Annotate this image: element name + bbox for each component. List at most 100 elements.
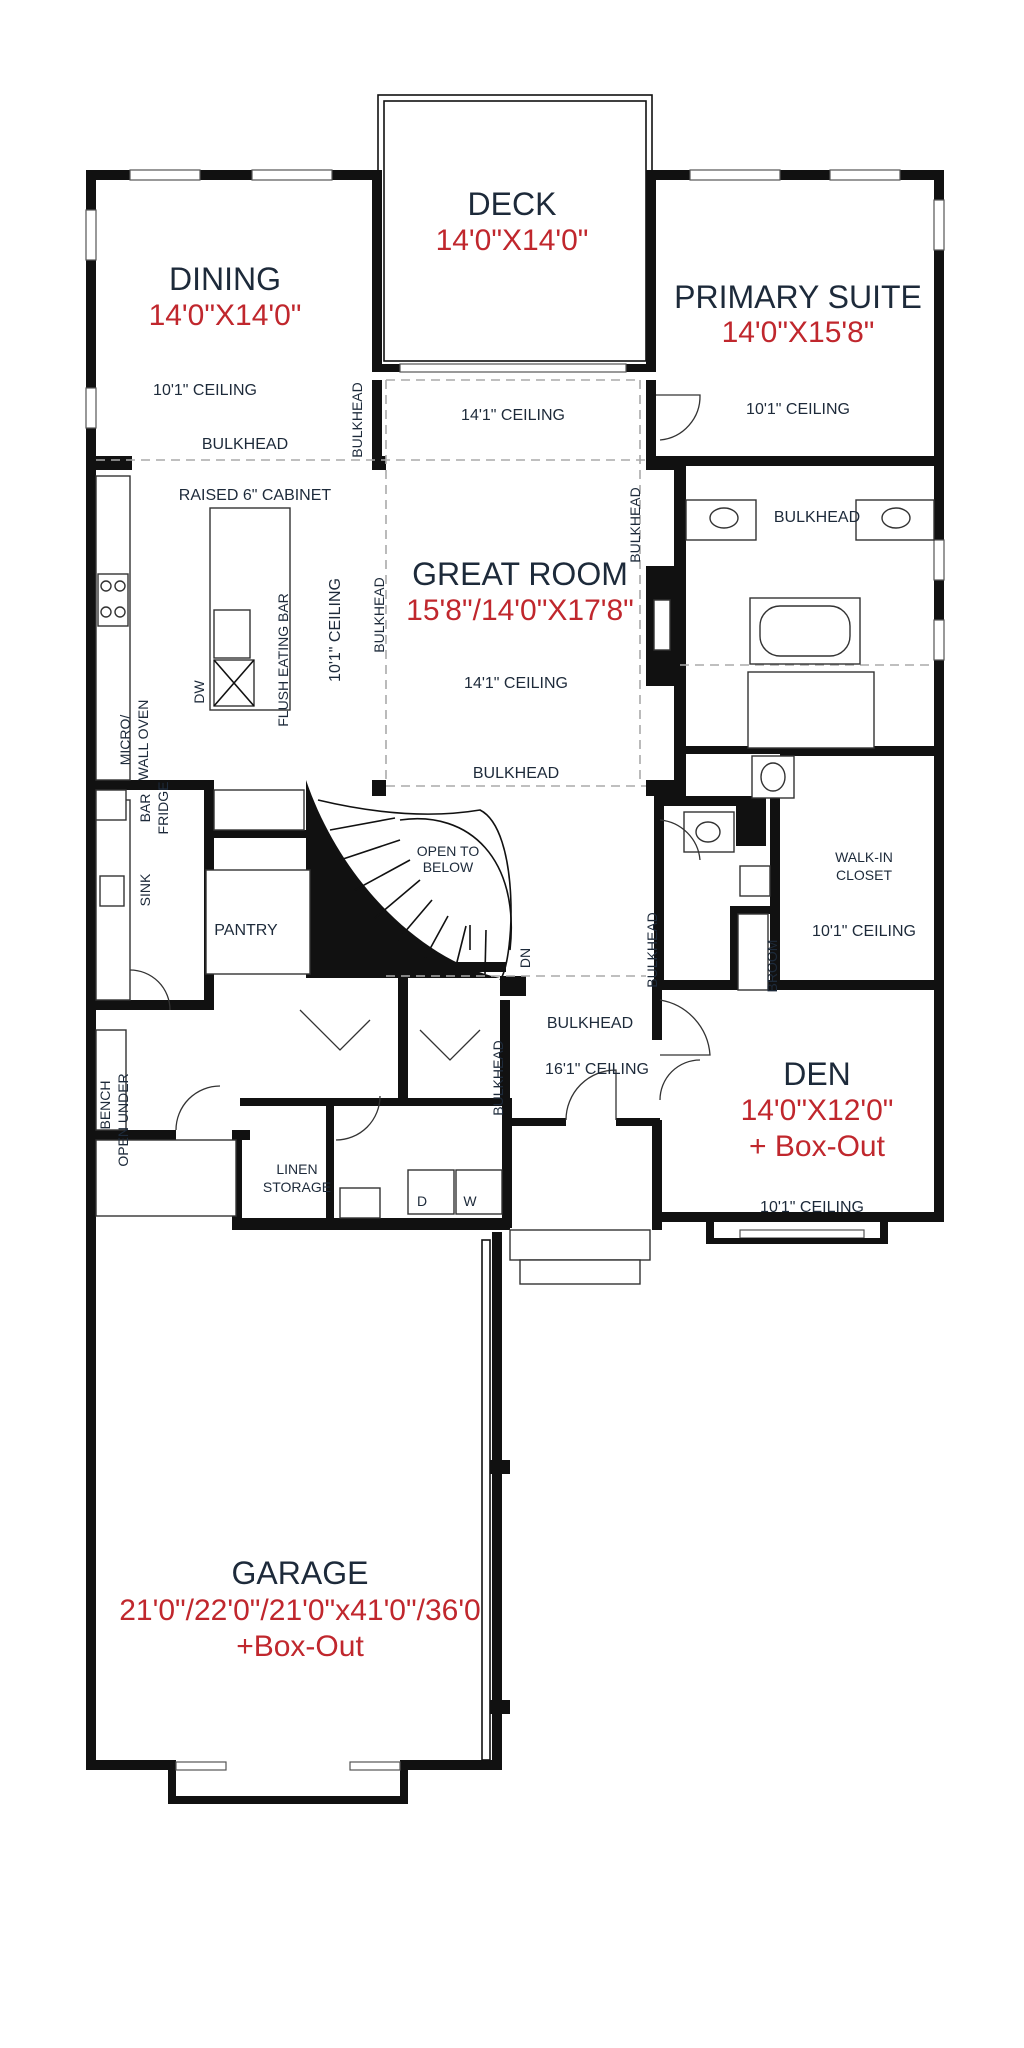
dining-name: DINING [169, 261, 281, 297]
wall-right [934, 170, 944, 1220]
dining-ceiling: 10'1" CEILING [153, 382, 257, 399]
wall [880, 1212, 888, 1242]
stair [317, 799, 512, 981]
shape [709, 507, 739, 529]
exterior-walls [85, 169, 945, 1804]
garage-door-track [481, 1239, 491, 1761]
wall [232, 1130, 242, 1228]
laundry-sink [339, 1187, 381, 1219]
window [85, 387, 97, 429]
path [299, 1009, 371, 1051]
path [335, 1095, 381, 1141]
raised-cabinet-label: RAISED 6" CABINET [179, 487, 332, 504]
wall [730, 906, 780, 914]
bar-fridge [95, 789, 127, 821]
shape [114, 580, 126, 592]
open-to-below-2: BELOW [423, 859, 474, 875]
deck-wall-right [646, 170, 656, 366]
great-room-size: 15'8"/14'0"X17'8" [406, 594, 634, 627]
path [656, 394, 701, 441]
den-ceiling: 10'1" CEILING [760, 1199, 864, 1216]
wall-closet-top [780, 746, 944, 756]
garage-size-1: 21'0"/22'0"/21'0"x41'0"/36'0 [119, 1594, 481, 1627]
wall [662, 796, 766, 806]
wall [654, 796, 664, 986]
shape [759, 605, 851, 657]
shape [519, 1259, 641, 1285]
window [349, 1761, 401, 1771]
wall [616, 1118, 660, 1126]
hall-ceiling: 14'1" CEILING [461, 407, 565, 424]
wall [372, 456, 386, 470]
wall [646, 780, 674, 796]
linen-storage-2: STORAGE [263, 1179, 331, 1195]
walk-in-closet-ceiling: 10'1" CEILING [812, 923, 916, 940]
line [484, 929, 487, 975]
bulkhead-lines [96, 379, 934, 977]
deck-size: 14'0"X14'0" [436, 224, 589, 257]
dw-label: DW [191, 680, 207, 704]
foyer-bulkhead: BULKHEAD [547, 1015, 633, 1032]
window [689, 169, 781, 181]
bench [95, 1029, 127, 1131]
great-room-bulkhead: BULKHEAD [473, 765, 559, 782]
great-room-ceiling: 14'1" CEILING [464, 675, 568, 692]
walk-in-closet-1: WALK-IN [835, 849, 893, 865]
pantry-shelves [205, 869, 311, 975]
line [374, 879, 421, 919]
wall [500, 1000, 510, 1100]
bar-fridge-label-2: FRIDGE [155, 782, 171, 835]
garage-name: GARAGE [232, 1555, 369, 1591]
laundry-fixtures [95, 1029, 651, 1285]
open-to-below-1: OPEN TO [417, 843, 480, 859]
window [829, 169, 901, 181]
wall-jog [490, 1700, 510, 1714]
window [933, 199, 945, 251]
wall [326, 1106, 334, 1218]
foyer-ceiling: 16'1" CEILING [545, 1061, 649, 1078]
den-size-1: 14'0"X12'0" [741, 1094, 894, 1127]
line [339, 839, 401, 861]
path [175, 1085, 221, 1131]
line [424, 915, 449, 959]
doors [129, 394, 711, 1141]
wall [706, 1238, 888, 1244]
path [565, 1069, 617, 1121]
wall [686, 746, 790, 754]
dryer [407, 1169, 455, 1215]
shape [760, 762, 786, 792]
vanity-left [685, 499, 757, 541]
shape [881, 507, 911, 529]
fireplace [653, 599, 671, 651]
path [659, 819, 701, 861]
deck-wall-left [372, 170, 382, 366]
wall [86, 780, 206, 790]
line [213, 659, 255, 707]
bench-label-1: BENCH [97, 1080, 113, 1129]
broom-label: BROOM [764, 940, 780, 993]
broom-closet [737, 913, 769, 991]
path [129, 969, 171, 1011]
shower [747, 671, 875, 749]
line [354, 859, 411, 891]
window [933, 539, 945, 581]
wall [168, 1796, 408, 1804]
kitchen-fixtures [95, 475, 311, 1001]
bulkhead-vertical-1: BULKHEAD [349, 382, 365, 457]
wall [502, 1098, 512, 1228]
path [419, 1029, 481, 1061]
primary-suite-size: 14'0"X15'8" [722, 316, 875, 349]
deck [372, 94, 656, 373]
wall [86, 1130, 176, 1140]
line [397, 899, 433, 941]
wall [646, 380, 656, 470]
window [129, 169, 201, 181]
interior-walls [86, 380, 944, 1230]
deck-name: DECK [468, 186, 557, 222]
wall [372, 780, 386, 796]
wall-closet-left [770, 756, 780, 990]
wall-primary-bottom [686, 456, 944, 466]
wall-bath-left [674, 456, 686, 806]
line [329, 817, 396, 831]
wall [506, 1118, 566, 1126]
